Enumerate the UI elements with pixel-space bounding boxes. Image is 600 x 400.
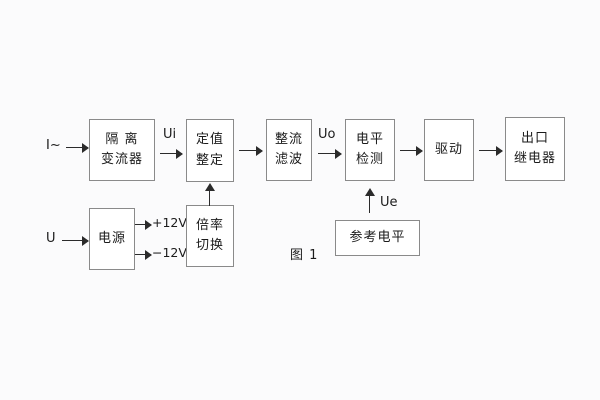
arrow-multiplier-to-setting: [205, 183, 215, 206]
arrow-drive-to-output-relay: [479, 146, 503, 156]
block-output-relay-line2: 继电器: [513, 151, 556, 166]
block-setting[interactable]: 定值 整定: [186, 119, 234, 182]
block-level-detect-line2: 检测: [355, 152, 384, 167]
block-multiplier-switch[interactable]: 倍率 切换: [186, 205, 234, 267]
signal-label-ui: Ui: [163, 127, 177, 142]
input-label-voltage: U: [46, 231, 56, 246]
arrow-rectify-to-level-detect: [318, 149, 342, 159]
figure-caption: 图 1: [290, 248, 319, 263]
arrow-reference-to-level-detect: [365, 188, 375, 213]
arrow-isolation-to-setting: [160, 149, 183, 159]
block-rectify-filter-line1: 整流: [274, 131, 303, 147]
signal-label-uo: Uo: [318, 127, 336, 142]
block-drive-line1: 驱动: [434, 141, 463, 157]
block-isolation-ct[interactable]: 隔 离 变流器: [89, 119, 155, 181]
block-multiplier-switch-line2: 切换: [195, 238, 224, 253]
rail-label-negative: −12V: [152, 245, 187, 260]
block-isolation-ct-line1: 隔 离: [105, 131, 139, 147]
block-reference-level-line1: 参考电平: [349, 229, 406, 245]
block-output-relay[interactable]: 出口 继电器: [505, 117, 565, 181]
block-reference-level[interactable]: 参考电平: [335, 220, 420, 256]
block-rectify-filter-line2: 滤波: [274, 152, 303, 167]
arrow-level-detect-to-drive: [400, 146, 423, 156]
block-level-detect[interactable]: 电平 检测: [345, 119, 395, 181]
arrow-rail-negative: [135, 250, 152, 260]
rail-label-positive: +12V: [152, 215, 187, 230]
block-power-supply[interactable]: 电源: [89, 208, 135, 270]
arrow-current-to-isolation: [66, 143, 89, 153]
block-output-relay-line1: 出口: [520, 130, 549, 146]
arrow-rail-positive: [135, 220, 152, 230]
block-setting-line1: 定值: [195, 132, 224, 148]
block-isolation-ct-line2: 变流器: [100, 152, 143, 167]
block-level-detect-line1: 电平: [355, 131, 384, 147]
arrow-setting-to-rectify: [239, 146, 263, 156]
block-drive[interactable]: 驱动: [424, 119, 474, 181]
signal-label-ue: Ue: [380, 195, 398, 210]
input-label-current: I~: [46, 138, 61, 153]
arrow-voltage-to-power-supply: [62, 236, 89, 246]
block-setting-line2: 整定: [195, 152, 224, 168]
block-multiplier-switch-line1: 倍率: [195, 217, 224, 233]
block-power-supply-line1: 电源: [97, 230, 126, 246]
block-rectify-filter[interactable]: 整流 滤波: [266, 119, 312, 181]
